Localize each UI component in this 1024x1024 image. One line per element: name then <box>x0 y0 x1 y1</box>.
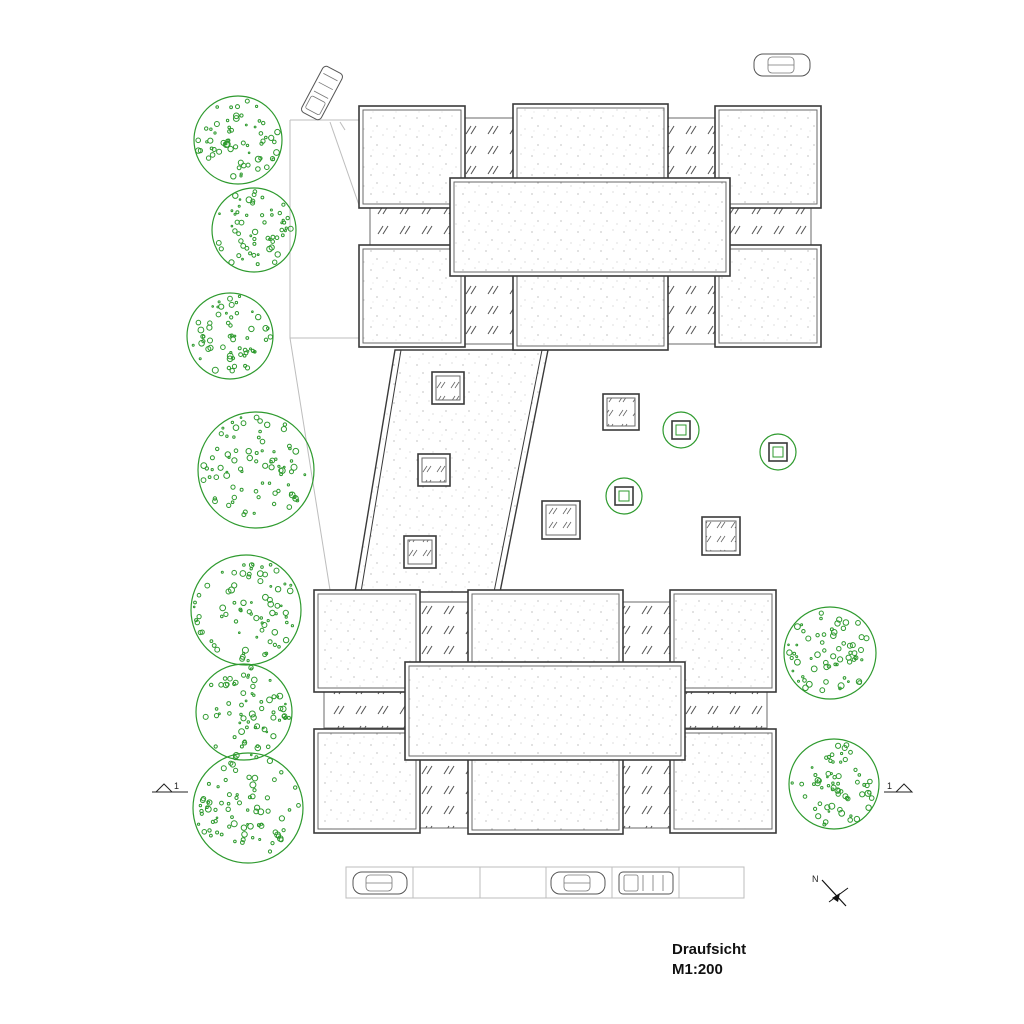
glazing-n5 <box>461 273 518 345</box>
section-marker-left: 1 <box>152 781 188 793</box>
courtyard-trees <box>605 411 797 515</box>
section-marker-right-label: 1 <box>887 781 892 791</box>
section-marker-right: 1 <box>884 781 914 793</box>
tree-west-5 <box>190 554 302 666</box>
drawing-scale: M1:200 <box>672 961 723 978</box>
tree-west-7 <box>192 752 304 864</box>
small-tree-1 <box>662 411 700 449</box>
building-south <box>313 589 777 835</box>
glazing-n1 <box>461 117 518 181</box>
car-parked-3-van <box>618 871 674 895</box>
glazing-s6 <box>618 757 675 829</box>
parking-strip <box>345 866 745 899</box>
car-parked-2 <box>550 871 606 895</box>
drawing-title: Draufsicht <box>672 941 747 958</box>
glazing-n6 <box>663 273 720 345</box>
north-arrow-label: N <box>812 874 819 884</box>
glazing-s5 <box>415 757 472 829</box>
tree-west-6 <box>195 663 293 761</box>
tree-west-3 <box>186 292 274 380</box>
small-tree-3 <box>605 477 643 515</box>
car-top-right <box>753 53 811 77</box>
tree-east-2 <box>788 738 880 830</box>
tree-west-2 <box>211 187 297 273</box>
north-arrow-icon: N <box>812 874 849 907</box>
small-tree-2 <box>759 433 797 471</box>
glazing-s2 <box>618 601 675 665</box>
building-north <box>358 103 822 351</box>
glazing-s4 <box>682 689 768 729</box>
car-parked-1 <box>352 871 408 895</box>
tree-row <box>186 95 880 864</box>
car-driveway-van <box>300 65 344 121</box>
tree-east-1 <box>783 606 877 700</box>
glazing-n2 <box>663 117 720 181</box>
glazing-s3 <box>323 689 409 729</box>
skylights <box>403 371 741 569</box>
access-road <box>289 119 361 591</box>
glazing-n4 <box>726 207 812 247</box>
tree-west-1 <box>193 95 283 185</box>
glazing-n3 <box>369 207 455 247</box>
glazing-s1 <box>415 601 472 665</box>
tree-west-4 <box>197 411 315 529</box>
section-marker-left-label: 1 <box>174 781 179 791</box>
drawing-caption: Draufsicht M1:200 <box>672 940 746 980</box>
